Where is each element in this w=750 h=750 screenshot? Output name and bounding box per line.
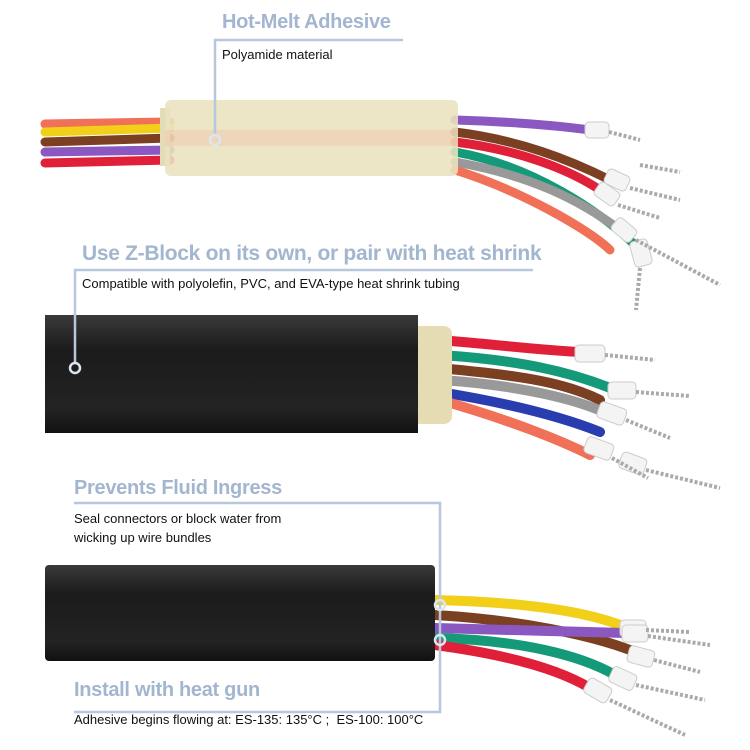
cable-1-hot-melt-sleeve	[40, 100, 721, 311]
description-fluid-ingress-line-1: Seal connectors or block water from	[74, 511, 282, 526]
description-fluid-ingress-line-2: wicking up wire bundles	[74, 530, 212, 545]
description-heat-shrink-compatibility: Compatible with polyolefin, PVC, and EVA…	[82, 276, 460, 291]
description-flow-temperatures: Adhesive begins flowing at: ES-135: 135°…	[74, 712, 424, 727]
description-hot-melt-adhesive: Polyamide material	[222, 47, 333, 62]
cable-3-sealed-bundle	[45, 565, 711, 737]
callout-lines	[73, 38, 533, 714]
heading-hot-melt-adhesive: Hot-Melt Adhesive	[222, 11, 391, 33]
heading-heat-gun: Install with heat gun	[74, 679, 260, 701]
heading-z-block-heat-shrink: Use Z-Block on its own, or pair with hea…	[82, 242, 542, 265]
heading-fluid-ingress: Prevents Fluid Ingress	[74, 477, 282, 499]
cable-2-heat-shrink	[45, 315, 721, 490]
callout-markers	[68, 133, 447, 647]
